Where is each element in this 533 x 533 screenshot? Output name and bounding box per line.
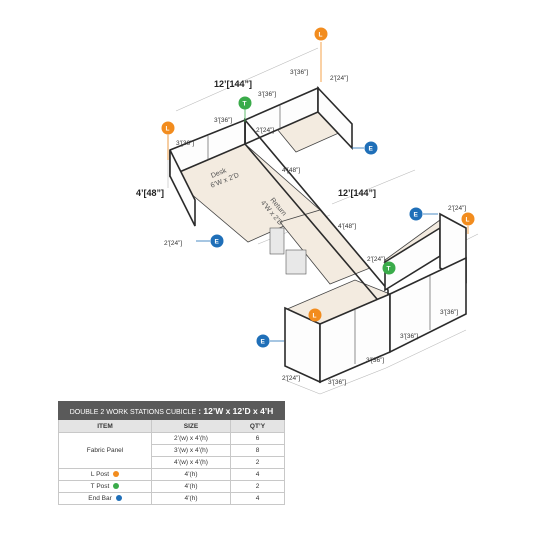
svg-text:L: L [466, 217, 470, 224]
size-cell: 2’(w) x 4’(h) [151, 432, 231, 445]
item-cell: L Post [58, 468, 152, 481]
end-bar-markers: E E E E [196, 141, 438, 348]
size-cell: 4’(h) [151, 480, 231, 493]
qty-cell: 8 [230, 444, 285, 457]
qty-cell: 6 [230, 432, 285, 445]
dim-3ft-left2: 3’[36”] [176, 140, 194, 147]
panel-windows [207, 104, 431, 364]
height-label: 4’[48”] [136, 188, 164, 198]
end-bar-dot-icon [115, 495, 122, 502]
size-cell: 4’(h) [151, 492, 231, 505]
dim-3ft-bottom2: 3’[36”] [366, 357, 384, 364]
overall-width-label: 12’[144”] [214, 79, 252, 89]
parts-table: DOUBLE 2 WORK STATIONS CUBICLE : 12’W x … [58, 401, 285, 505]
item-cell: T Post [58, 480, 152, 493]
dim-2ft-right: 2’[24”] [448, 205, 466, 212]
svg-text:T: T [387, 266, 391, 273]
t-post-markers: T T [238, 96, 396, 275]
table-title-big: : 12’W x 12’D x 4’H [198, 405, 274, 416]
table-title: DOUBLE 2 WORK STATIONS CUBICLE : 12’W x … [58, 401, 285, 420]
table-row: End Bar 4’(h) 4 [58, 492, 285, 505]
svg-text:E: E [414, 212, 419, 219]
table-row: 4’(w) x 4’(h) 2 [59, 456, 285, 469]
qty-cell: 2 [230, 456, 285, 469]
dim-3ft-left: 3’[36”] [214, 117, 232, 124]
dim-4ft-right: 4’[48”] [338, 223, 356, 230]
dim-3ft-top: 3’[36”] [290, 69, 308, 76]
svg-text:L: L [166, 126, 170, 133]
t-post-dot-icon [113, 483, 120, 490]
dim-3ft-bottom1: 3’[36”] [400, 333, 418, 340]
svg-text:E: E [261, 339, 266, 346]
header-item: ITEM [58, 419, 152, 433]
dim-4ft-mid: 4’[48”] [282, 167, 300, 174]
svg-text:L: L [319, 32, 323, 39]
fabric-panel-cell: Fabric Panel [58, 432, 152, 469]
svg-text:T: T [243, 101, 247, 108]
pedestals [269, 227, 307, 275]
dim-2ft-top: 2’[24”] [330, 75, 348, 82]
size-cell: 4’(w) x 4’(h) [151, 456, 231, 469]
l-post-markers: L L L L [161, 27, 475, 322]
table-row: Fabric Panel 2’(w) x 4’(h) 6 [58, 432, 285, 469]
dim-2ft-bottom: 2’[24”] [282, 375, 300, 382]
table-title-row: DOUBLE 2 WORK STATIONS CUBICLE : 12’W x … [58, 401, 285, 420]
size-cell: 4’(h) [151, 468, 231, 481]
dim-3ft-bottom3: 3’[36”] [328, 379, 346, 386]
dim-3ft-right: 3’[36”] [440, 309, 458, 316]
l-post-dot-icon [113, 471, 120, 478]
table-title-small: DOUBLE 2 WORK STATIONS CUBICLE [69, 408, 197, 416]
overall-depth-label: 12’[144”] [338, 188, 376, 198]
header-qty: QT’Y [230, 419, 285, 433]
qty-cell: 4 [230, 492, 285, 505]
item-cell: End Bar [58, 492, 152, 505]
table-row: L Post 4’(h) 4 [58, 468, 285, 481]
svg-text:E: E [369, 146, 374, 153]
dim-3ft-t: 3’[36”] [258, 91, 276, 98]
svg-text:L: L [313, 313, 317, 320]
size-cell: 3’(w) x 4’(h) [151, 444, 231, 457]
header-size: SIZE [151, 419, 231, 433]
svg-text:E: E [215, 239, 220, 246]
qty-cell: 4 [230, 468, 285, 481]
dim-2ft-left: 2’[24”] [164, 240, 182, 247]
dim-2ft-center: 2’[24”] [367, 256, 385, 263]
qty-cell: 2 [230, 480, 285, 493]
table-row: T Post 4’(h) 2 [58, 480, 285, 493]
dim-2ft-mid: 2’[24”] [256, 127, 274, 134]
table-header-row: ITEM SIZE QT’Y [58, 419, 285, 433]
